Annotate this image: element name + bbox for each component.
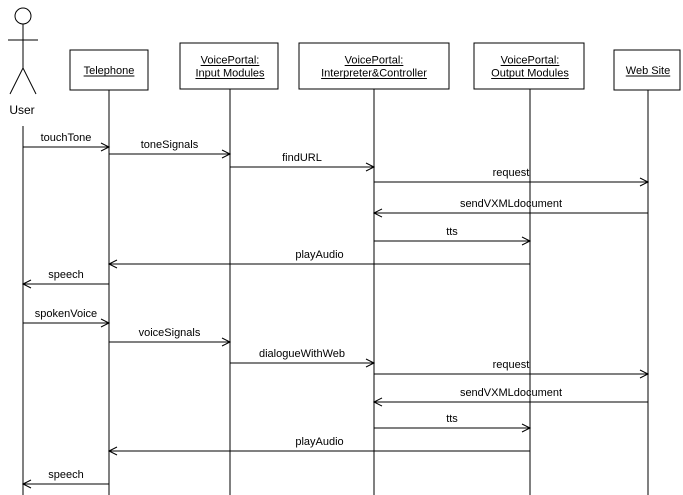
message: touchTone [23,132,111,152]
message-arrowhead [639,177,650,187]
message-label: toneSignals [141,139,199,151]
participant-label: Output Modules [491,68,569,80]
message: toneSignals [109,139,232,159]
message-label: sendVXMLdocument [460,387,562,399]
message-arrowhead [365,358,376,368]
message-arrowhead [100,318,111,328]
message: playAudio [107,249,530,269]
message-label: dialogueWithWeb [259,348,345,360]
message: tts [374,413,532,433]
participant-label: Input Modules [195,68,265,80]
message-arrowhead [521,236,532,246]
message: findURL [230,152,376,172]
participant-box [69,49,149,91]
message-arrowhead [521,423,532,433]
message: speech [21,469,109,489]
message-label: voiceSignals [139,327,201,339]
message-label: playAudio [295,436,343,448]
participant-telephone: Telephone [69,49,149,495]
actor-head [14,7,32,25]
message-arrowhead [107,446,118,456]
message-arrowhead [100,142,111,152]
participant-label: Telephone [84,65,135,77]
participant-label: VoicePortal: [345,55,404,67]
message-label: speech [48,269,83,281]
participant-output: VoicePortal:Output Modules [473,42,585,495]
message-label: findURL [282,152,322,164]
message-label: tts [446,226,458,238]
actor-left-leg [9,67,24,95]
participant-label: VoicePortal: [501,55,560,67]
participant-input: VoicePortal:Input Modules [179,42,279,495]
message-arrowhead [365,162,376,172]
message-arrowhead [221,337,232,347]
message-arrowhead [639,369,650,379]
message: sendVXMLdocument [372,387,648,407]
message-label: spokenVoice [35,308,97,320]
message-arrowhead [221,149,232,159]
message-label: request [493,359,530,371]
message-arrowhead [372,397,383,407]
user-actor: User [8,7,38,117]
message-label: sendVXMLdocument [460,198,562,210]
message: speech [21,269,109,289]
message: request [374,167,650,187]
participant-box [613,49,681,91]
message: playAudio [107,436,530,456]
participant-label: Web Site [626,65,670,77]
message: tts [374,226,532,246]
messages: touchTone toneSignals findURL request sendVX… [21,132,650,489]
message-label: touchTone [41,132,92,144]
participant-interp: VoicePortal:Interpreter&Controller [298,42,450,495]
participant-website: Web Site [613,49,681,495]
message-arrowhead [107,259,118,269]
message-arrowhead [21,479,32,489]
message-arrowhead [372,208,383,218]
message: voiceSignals [109,327,232,347]
message-label: tts [446,413,458,425]
message-label: speech [48,469,83,481]
message: spokenVoice [23,308,111,328]
message-arrowhead [21,279,32,289]
participant-label: VoicePortal: [201,55,260,67]
message-label: playAudio [295,249,343,261]
actor-right-leg [22,67,37,95]
message: request [374,359,650,379]
message-label: request [493,167,530,179]
participant-label: Interpreter&Controller [321,68,427,80]
message: sendVXMLdocument [372,198,648,218]
actor-label: User [9,103,34,117]
message: dialogueWithWeb [230,348,376,368]
